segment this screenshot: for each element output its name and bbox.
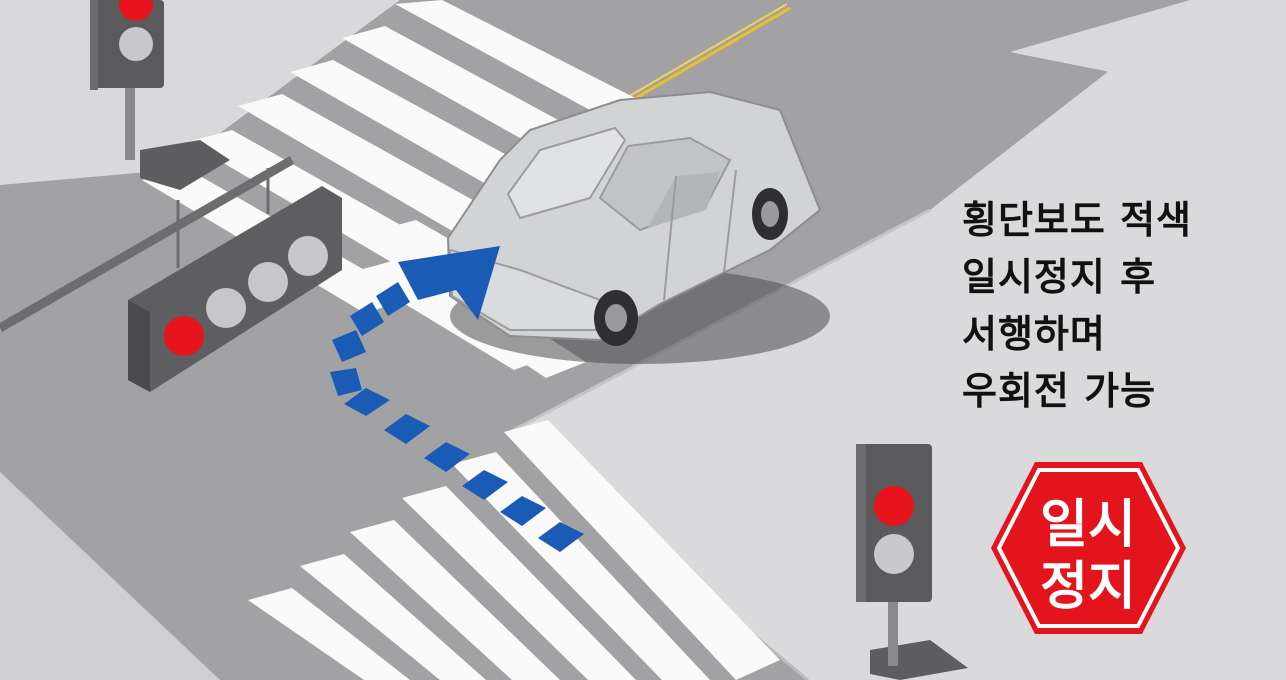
caption-line: 횡단보도 적색 <box>962 198 1192 242</box>
right-turn-arrow <box>330 246 584 552</box>
center-line <box>611 6 791 114</box>
stop-sign: 일시 정지 <box>991 462 1186 634</box>
crosswalk-lower <box>248 420 780 680</box>
stop-sign-line2: 정지 <box>1040 557 1136 617</box>
center-line <box>608 3 788 109</box>
caption: 횡단보도 적색 일시정지 후 서행하며 우회전 가능 <box>962 192 1192 420</box>
caption-line: 서행하며 <box>962 312 1106 356</box>
sidewalk-bottom-left <box>0 472 220 680</box>
traffic-light-bottom-right <box>856 444 968 680</box>
stop-sign-line1: 일시 <box>1040 495 1136 555</box>
caption-line: 일시정지 후 <box>962 255 1157 299</box>
car <box>446 90 830 364</box>
traffic-light-top-left <box>90 0 230 190</box>
caption-line: 우회전 가능 <box>962 369 1157 413</box>
overhead-signal <box>0 156 342 392</box>
